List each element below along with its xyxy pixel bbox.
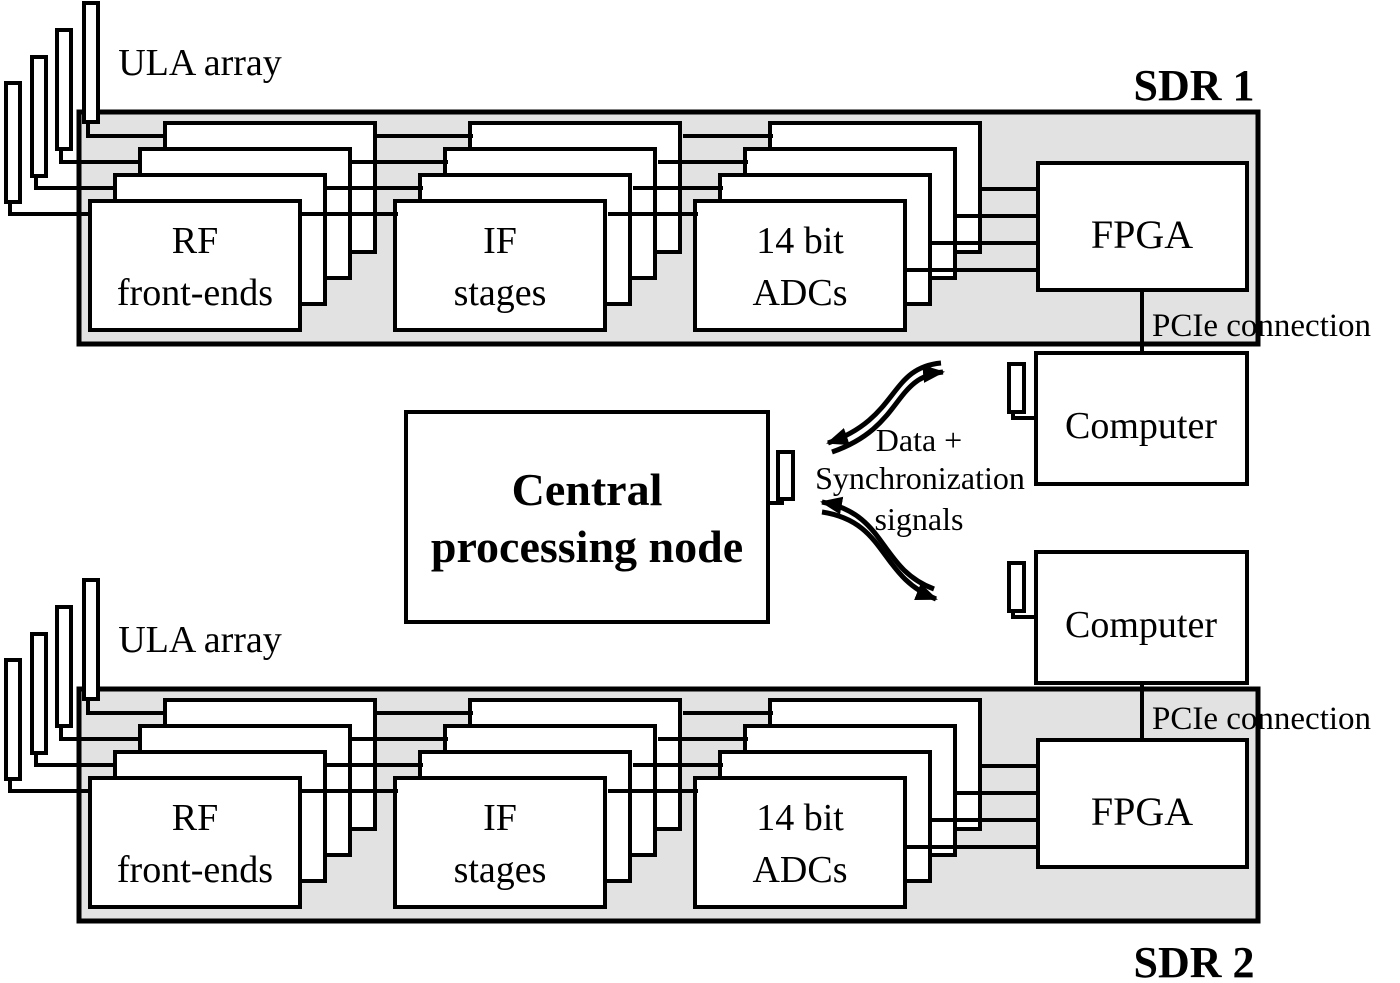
antenna-icon xyxy=(30,632,48,755)
sdr2-fpga-label: FPGA xyxy=(1091,789,1193,834)
antenna-feed-line xyxy=(8,777,94,793)
central-processing-node: Central processing node xyxy=(404,410,795,624)
computer1-label: Computer xyxy=(1065,405,1217,447)
antenna-feed-line xyxy=(59,724,144,741)
computer1-box xyxy=(1034,351,1249,486)
antenna-icon xyxy=(82,578,100,701)
sdr2-pcie-label: PCIe connection xyxy=(1152,701,1371,737)
antenna-icon xyxy=(4,658,22,781)
if-label-line2: stages xyxy=(454,849,547,891)
computer2-box xyxy=(1034,550,1249,685)
sdr2-title: SDR 2 xyxy=(1133,938,1254,983)
antenna-feed-line xyxy=(34,751,119,767)
data-sync-link: Data + Synchronization signals xyxy=(815,360,1025,602)
antenna-feed-line xyxy=(86,120,169,138)
antenna-icon xyxy=(30,55,48,178)
adc-box-front xyxy=(693,199,907,332)
antenna-icon xyxy=(55,605,73,728)
sdr1-ula-label: ULA array xyxy=(118,42,282,84)
link-label-line1: Data + xyxy=(876,422,962,458)
rf-label-line1: RF xyxy=(172,220,218,262)
antenna-icon xyxy=(82,1,100,124)
sdr2-rf-frontends-stack: RF front-ends xyxy=(88,698,377,909)
rf-box-front xyxy=(88,776,302,909)
link-arrow-down-right xyxy=(821,509,938,602)
sdr2-signal-wires xyxy=(298,711,1040,849)
antenna-feed-line xyxy=(86,697,169,715)
rf-label-line2: front-ends xyxy=(117,849,273,891)
link-arrow-down-left xyxy=(820,496,935,592)
antenna-icon xyxy=(1007,561,1026,613)
if-label-line1: IF xyxy=(483,220,517,262)
computer2-label: Computer xyxy=(1065,604,1217,646)
sdr2-ula-label: ULA array xyxy=(118,619,282,661)
antenna-feed-line xyxy=(34,174,119,190)
sdr2-unit: ULA array RF front-ends IF stages 14 b xyxy=(4,578,1371,983)
adc-label-line2: ADCs xyxy=(752,272,847,314)
sdr1-ula-array: ULA array xyxy=(4,1,282,216)
sdr1-pcie-label: PCIe connection xyxy=(1152,308,1371,344)
antenna-icon xyxy=(55,28,73,151)
sdr1-if-stages-stack: IF stages xyxy=(393,121,682,332)
sdr1-fpga-box xyxy=(1036,161,1249,292)
rf-box-front xyxy=(88,199,302,332)
central-label-line1: Central xyxy=(512,464,663,515)
rf-label-line1: RF xyxy=(172,797,218,839)
computer1: Computer xyxy=(1007,351,1249,486)
antenna-icon xyxy=(4,81,22,204)
if-label-line1: IF xyxy=(483,797,517,839)
link-arrow-up-right xyxy=(831,365,945,455)
adc-label-line1: 14 bit xyxy=(756,220,844,262)
link-label-line2: Synchronization xyxy=(815,460,1025,496)
sdr2-ula-array: ULA array xyxy=(4,578,282,793)
sdr2-adc-stack: 14 bit ADCs xyxy=(693,698,982,909)
sdr1-fpga-label: FPGA xyxy=(1091,212,1193,257)
adc-label-line2: ADCs xyxy=(752,849,847,891)
antenna-feed-line xyxy=(8,200,94,216)
adc-box-front xyxy=(693,776,907,909)
rf-label-line2: front-ends xyxy=(117,272,273,314)
antenna-icon xyxy=(1007,362,1026,414)
sdr1-title: SDR 1 xyxy=(1133,61,1254,110)
if-label-line2: stages xyxy=(454,272,547,314)
central-node-box xyxy=(404,410,770,624)
antenna-feed-line xyxy=(59,147,144,164)
antenna-icon xyxy=(776,450,795,501)
if-box-front xyxy=(393,776,607,909)
sdr1-unit: ULA array RF front-ends IF stages 14 b xyxy=(4,1,1371,355)
sdr1-signal-wires xyxy=(298,134,1040,272)
computer2: Computer xyxy=(1007,550,1249,685)
central-label-line2: processing node xyxy=(431,521,743,572)
sdr1-adc-stack: 14 bit ADCs xyxy=(693,121,982,332)
if-box-front xyxy=(393,199,607,332)
link-label-line3: signals xyxy=(875,501,964,537)
adc-label-line1: 14 bit xyxy=(756,797,844,839)
